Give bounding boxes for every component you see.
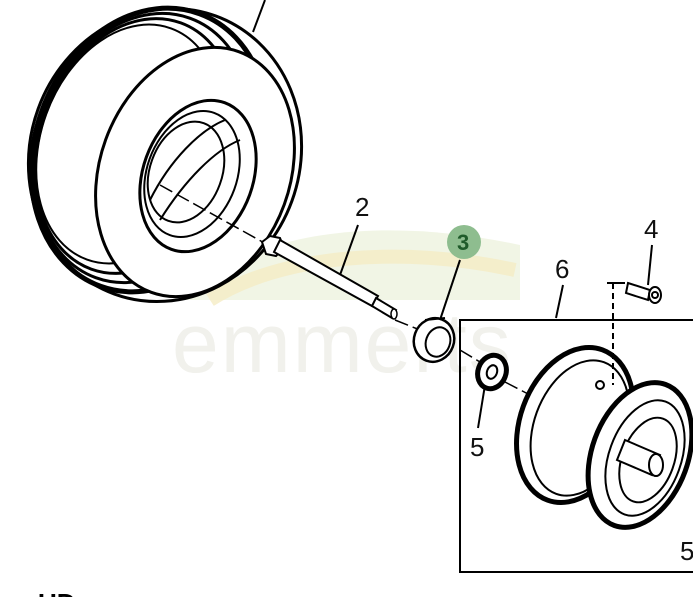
watermark: emmerts [172,230,520,390]
spacer-bushing [412,316,456,364]
callout-3: 3 [457,230,469,255]
seal-left [475,352,509,392]
tire [26,0,304,304]
grease-fitting [624,281,662,304]
callout-6: 6 [555,254,569,284]
callouts: 2 3 4 6 5 5 [355,192,693,566]
wheel-rim [514,345,693,530]
callout-2: 2 [355,192,369,222]
callout-5-right: 5 [680,536,693,566]
axis-centerline [159,184,531,396]
axle-bolt [260,234,398,320]
figure-code: UD [38,588,76,597]
watermark-text: emmerts [172,296,513,390]
leader-lines [339,224,653,429]
callout-5-left: 5 [470,432,484,462]
callout-4: 4 [644,214,658,244]
callout-3-highlight [447,225,481,259]
wheel-assembly-box [459,319,693,573]
